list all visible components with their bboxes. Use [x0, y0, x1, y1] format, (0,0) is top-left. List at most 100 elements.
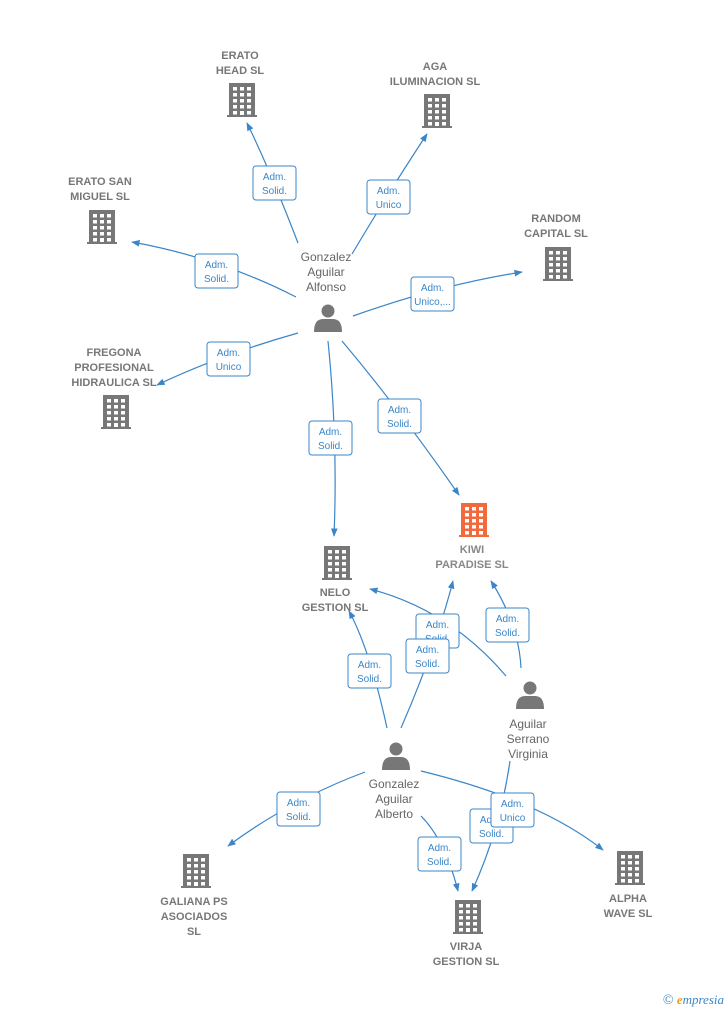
person-name-line: Gonzalez: [301, 250, 352, 264]
edge-role-text: Solid.: [262, 186, 287, 197]
building-icon: [181, 854, 211, 888]
company-name-line: GESTION SL: [302, 602, 369, 614]
company-node-aga[interactable]: AGA ILUMINACION SL: [390, 61, 481, 128]
company-node-random[interactable]: RANDOM CAPITAL SL: [524, 213, 588, 281]
edge-role-label[interactable]: Adm. Solid.: [308, 420, 353, 456]
company-name-line: RANDOM: [531, 213, 581, 225]
edge-role-text: Solid.: [479, 829, 504, 840]
edge-role-text: Adm.: [377, 186, 400, 197]
edge-role-label[interactable]: Adm. Solid.: [276, 791, 321, 827]
person-name-line: Alfonso: [306, 280, 346, 294]
brand-initial: e: [676, 992, 683, 1007]
person-icon: [314, 304, 342, 332]
edge-role-text: Adm.: [319, 427, 342, 438]
empresia-logo: © empresia: [663, 992, 724, 1009]
company-name-line: KIWI: [460, 544, 484, 556]
company-name-line: MIGUEL SL: [70, 191, 130, 203]
building-icon: [453, 900, 483, 934]
edge-role-label[interactable]: Adm. Solid.: [405, 638, 450, 674]
company-name-line: ERATO SAN: [68, 176, 132, 188]
edge-role-text: Adm.: [496, 614, 519, 625]
brand-name: mpresia: [682, 992, 724, 1007]
company-name-line: SL: [187, 926, 201, 938]
company-name-line: AGA: [423, 61, 448, 73]
edge-role-text: Unico: [500, 813, 526, 824]
building-icon: [543, 247, 573, 281]
edge-role-label[interactable]: Adm. Solid.: [347, 653, 392, 689]
edge-role-label[interactable]: Adm. Unico: [490, 792, 535, 828]
company-name-line: PARADISE SL: [435, 559, 508, 571]
edge-role-text: Adm.: [287, 798, 310, 809]
person-name-line: Alberto: [375, 807, 413, 821]
edge-role-text: Adm.: [416, 645, 439, 656]
edge-role-label[interactable]: Adm. Solid.: [485, 607, 530, 643]
edge-role-text: Adm.: [358, 660, 381, 671]
company-node-erato-san-miguel[interactable]: ERATO SAN MIGUEL SL: [68, 176, 132, 244]
edge-role-text: Unico: [216, 362, 242, 373]
edge-role-label[interactable]: Adm. Solid.: [194, 253, 239, 289]
edge-role-text: Solid.: [387, 419, 412, 430]
company-name-line: ALPHA: [609, 893, 647, 905]
person-icon: [516, 681, 544, 709]
company-node-kiwi[interactable]: KIWI PARADISE SL: [435, 503, 509, 571]
edge-role-text: Adm.: [263, 172, 286, 183]
company-node-alpha[interactable]: ALPHA WAVE SL: [604, 851, 653, 920]
copyright-symbol: ©: [662, 993, 674, 1008]
company-node-nelo[interactable]: NELO GESTION SL: [302, 546, 369, 614]
edge-role-label[interactable]: Adm.Unico: [206, 341, 251, 377]
person-name-line: Serrano: [507, 732, 550, 746]
company-name-line: ERATO: [221, 50, 259, 62]
edge-role-text: Solid.: [318, 441, 343, 452]
edge-role-text: Adm.: [205, 260, 228, 271]
edge-role-label[interactable]: Adm. Unico,...: [410, 276, 455, 312]
person-icon: [382, 742, 410, 770]
edge-role-label[interactable]: Adm. Unico: [366, 179, 411, 215]
edge-role-text: Solid.: [495, 628, 520, 639]
company-name-line: FREGONA: [87, 347, 142, 359]
company-name-line: CAPITAL SL: [524, 228, 588, 240]
person-name-line: Virginia: [508, 747, 548, 761]
edge-role-text: Adm.: [501, 799, 524, 810]
edge-role-label[interactable]: Adm. Solid.: [252, 165, 297, 201]
company-name-line: HIDRAULICA SL: [71, 377, 156, 389]
company-name-line: HEAD SL: [216, 65, 265, 77]
edge-role-text: Solid.: [286, 812, 311, 823]
edge-role-text: Solid.: [357, 674, 382, 685]
company-name-line: NELO: [320, 587, 351, 599]
edge-role-text: Solid.: [415, 659, 440, 670]
company-node-erato-head[interactable]: ERATO HEAD SL: [216, 50, 265, 117]
building-icon: [101, 395, 131, 429]
company-name-line: ASOCIADOS: [161, 911, 228, 923]
company-name-line: WAVE SL: [604, 908, 653, 920]
building-icon: [87, 210, 117, 244]
person-name-line: Aguilar: [307, 265, 344, 279]
edge-role-label[interactable]: Adm. Solid.: [377, 398, 422, 434]
building-icon: [422, 94, 452, 128]
person-name-line: Aguilar: [375, 792, 412, 806]
edge-role-label[interactable]: Adm. Solid.: [417, 836, 462, 872]
company-node-virja[interactable]: VIRJA GESTION SL: [433, 900, 500, 968]
company-name-line: VIRJA: [450, 941, 482, 953]
company-node-fregona[interactable]: FREGONA PROFESIONAL HIDRAULICA SL: [71, 347, 157, 429]
edge-role-text: Adm.: [428, 843, 451, 854]
edge-role-text: Adm.: [421, 283, 444, 294]
edge-role-text: Solid.: [204, 274, 229, 285]
person-name-line: Aguilar: [509, 717, 546, 731]
edge-role-text: Unico,...: [414, 297, 451, 308]
building-icon: [615, 851, 645, 885]
edge-role-text: Unico: [376, 200, 402, 211]
edge-role-text: Solid.: [427, 857, 452, 868]
edge-role-text: Adm.: [388, 405, 411, 416]
company-name-line: PROFESIONAL: [74, 362, 154, 374]
company-name-line: ILUMINACION SL: [390, 76, 481, 88]
building-icon: [227, 83, 257, 117]
company-name-line: GESTION SL: [433, 956, 500, 968]
edge-role-text: Adm.: [426, 620, 449, 631]
building-icon: [459, 503, 489, 537]
building-icon: [322, 546, 352, 580]
